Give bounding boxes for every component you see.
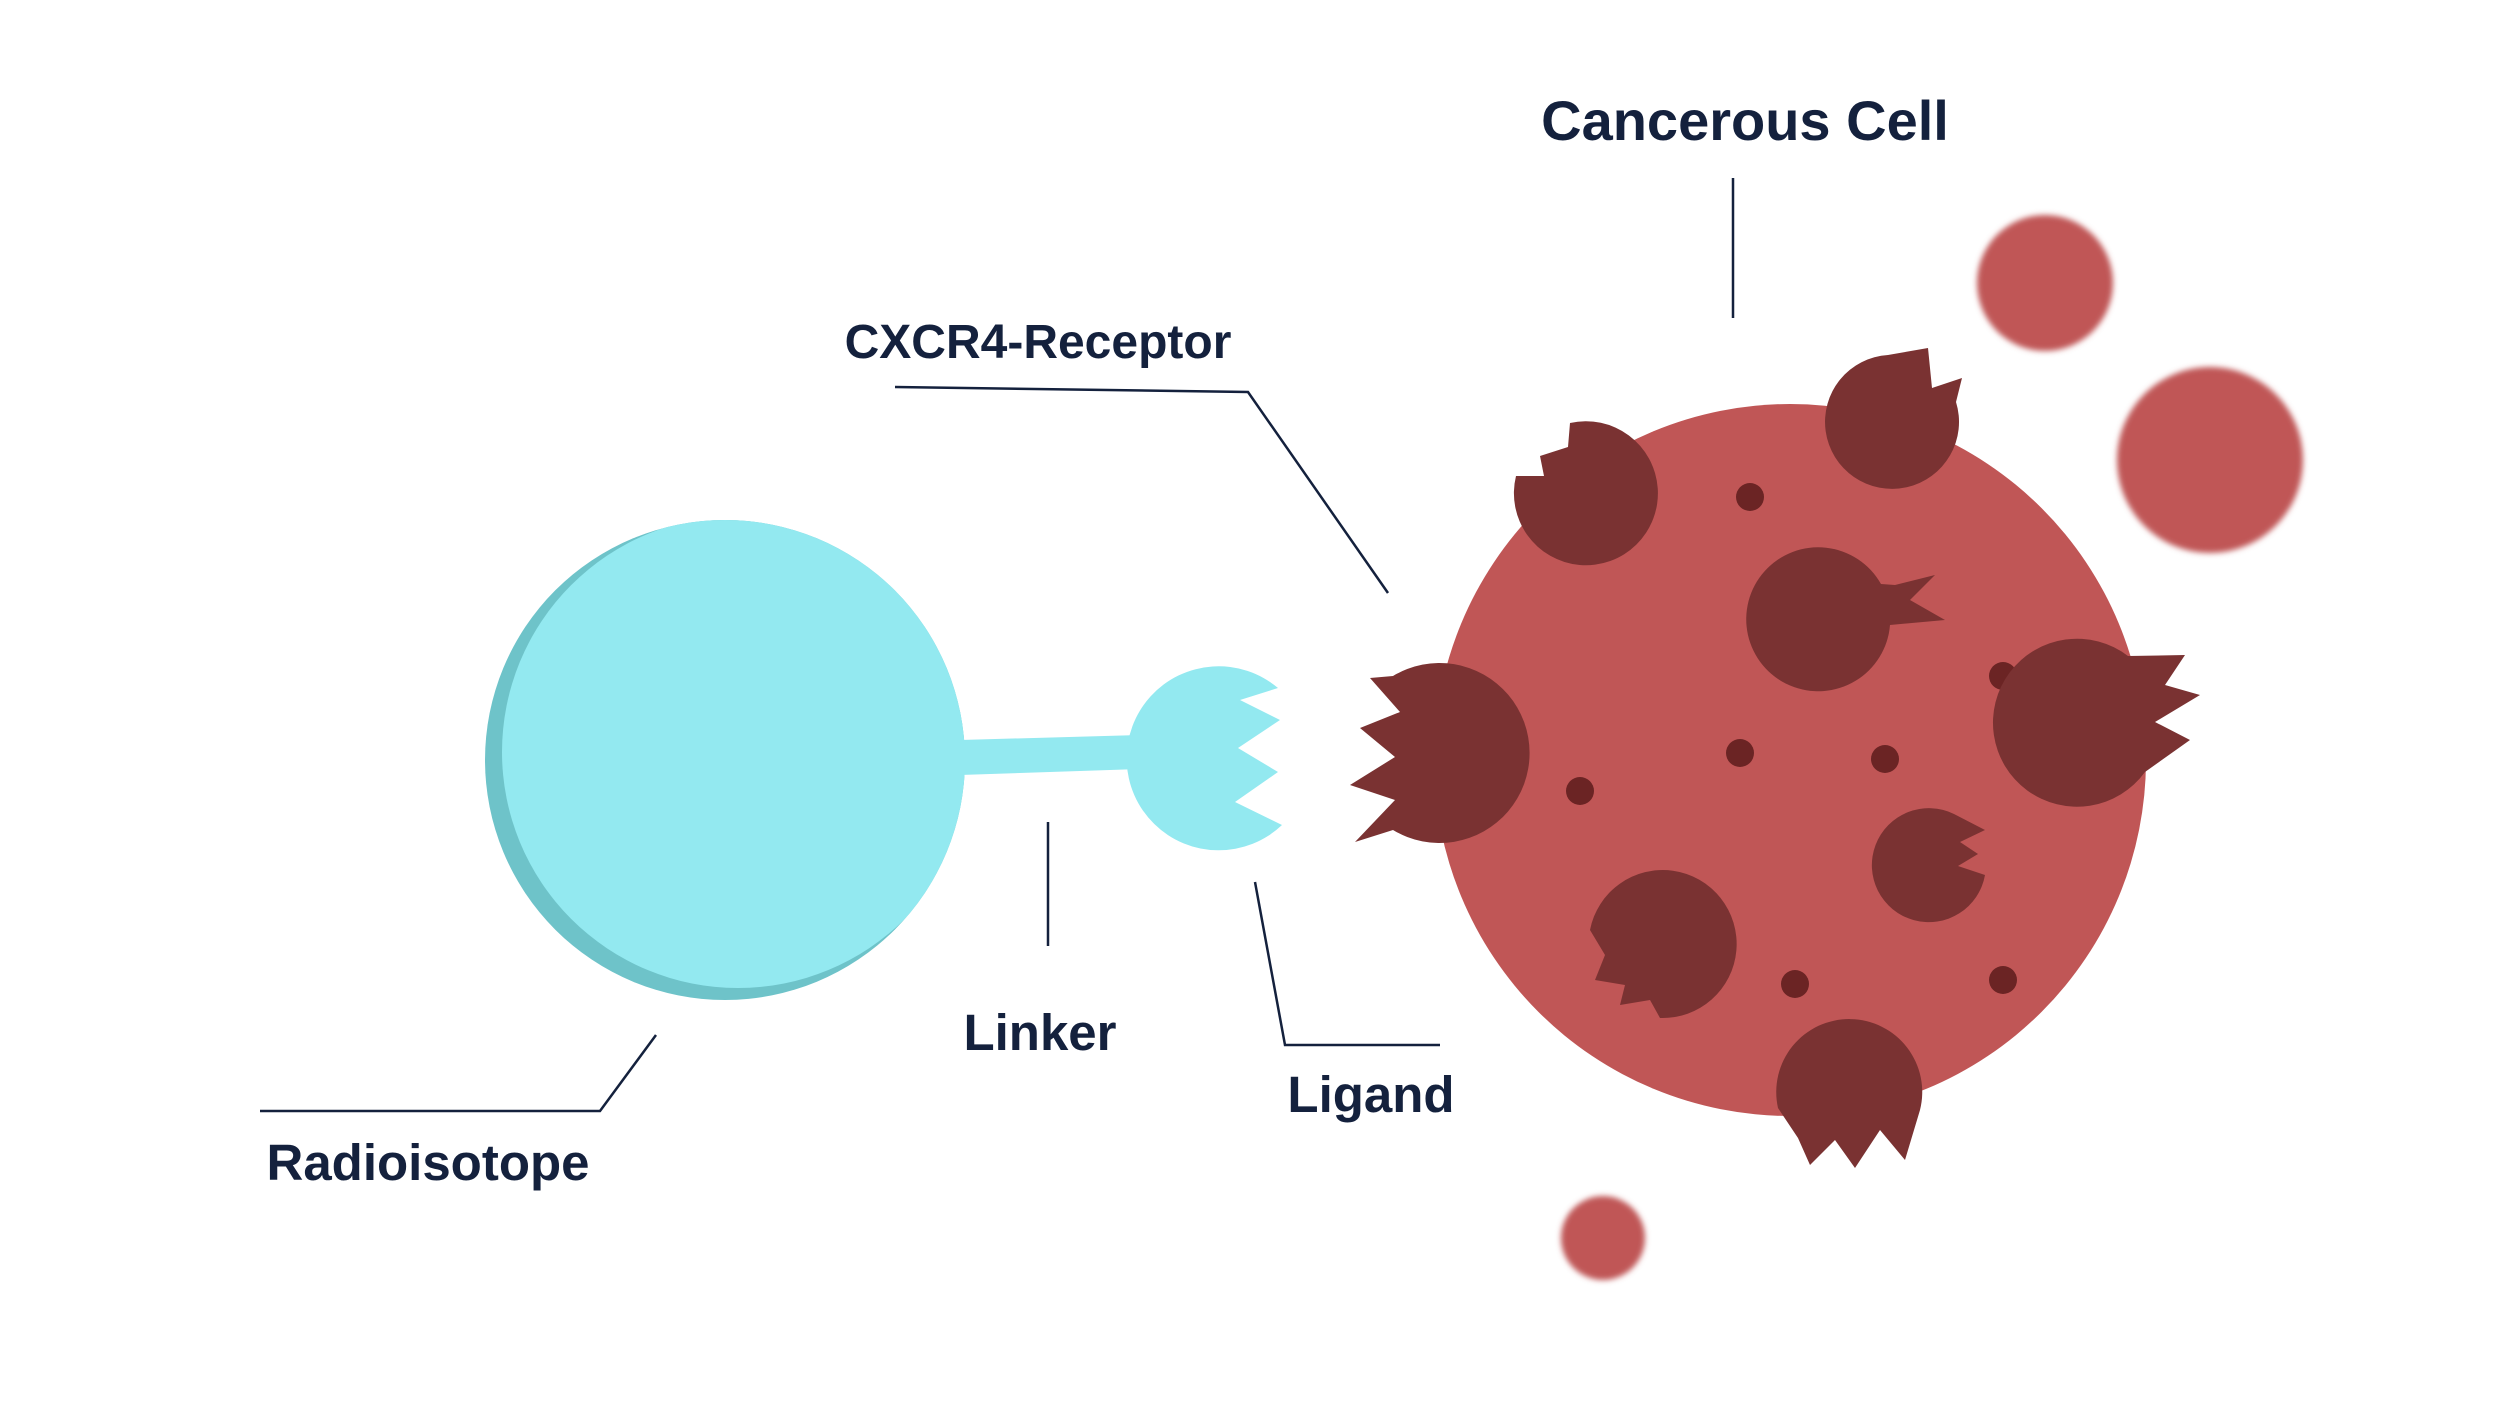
receptor-right-edge [1992,638,2200,807]
free-cell-bottom [1561,1196,1645,1280]
ligand-shape [1126,666,1282,851]
cancerous-cell [1350,348,2200,1168]
receptor-inner-upper [1746,547,1945,692]
receptor-top-left [1513,421,1658,566]
linker-rod [960,735,1140,775]
label-linker: Linker [963,1004,1116,1061]
leader-lines [260,178,1735,1113]
receptor-top [1825,348,1962,489]
radioisotope-sphere [485,520,965,1000]
label-radioisotope: Radioisotope [266,1134,589,1191]
free-cell-top [1977,215,2113,351]
label-receptor: CXCR4-Receptor [845,316,1232,369]
receptor-inner-lower [1590,870,1737,1019]
receptor-inner-middle [1871,808,1985,923]
radioisotope-leader [260,1034,658,1113]
cell-dots [1566,483,2017,998]
label-cancerous-cell: Cancerous Cell [1541,89,1949,152]
receptor-bottom-edge [1776,1019,1923,1168]
receptor-binding-site [1350,663,1530,843]
free-cell-right [2117,367,2303,553]
ligand-leader [1253,881,1440,1047]
radioisotope-conjugate [485,520,1282,1000]
label-ligand: Ligand [1287,1066,1454,1123]
receptor-leader [894,385,1390,594]
